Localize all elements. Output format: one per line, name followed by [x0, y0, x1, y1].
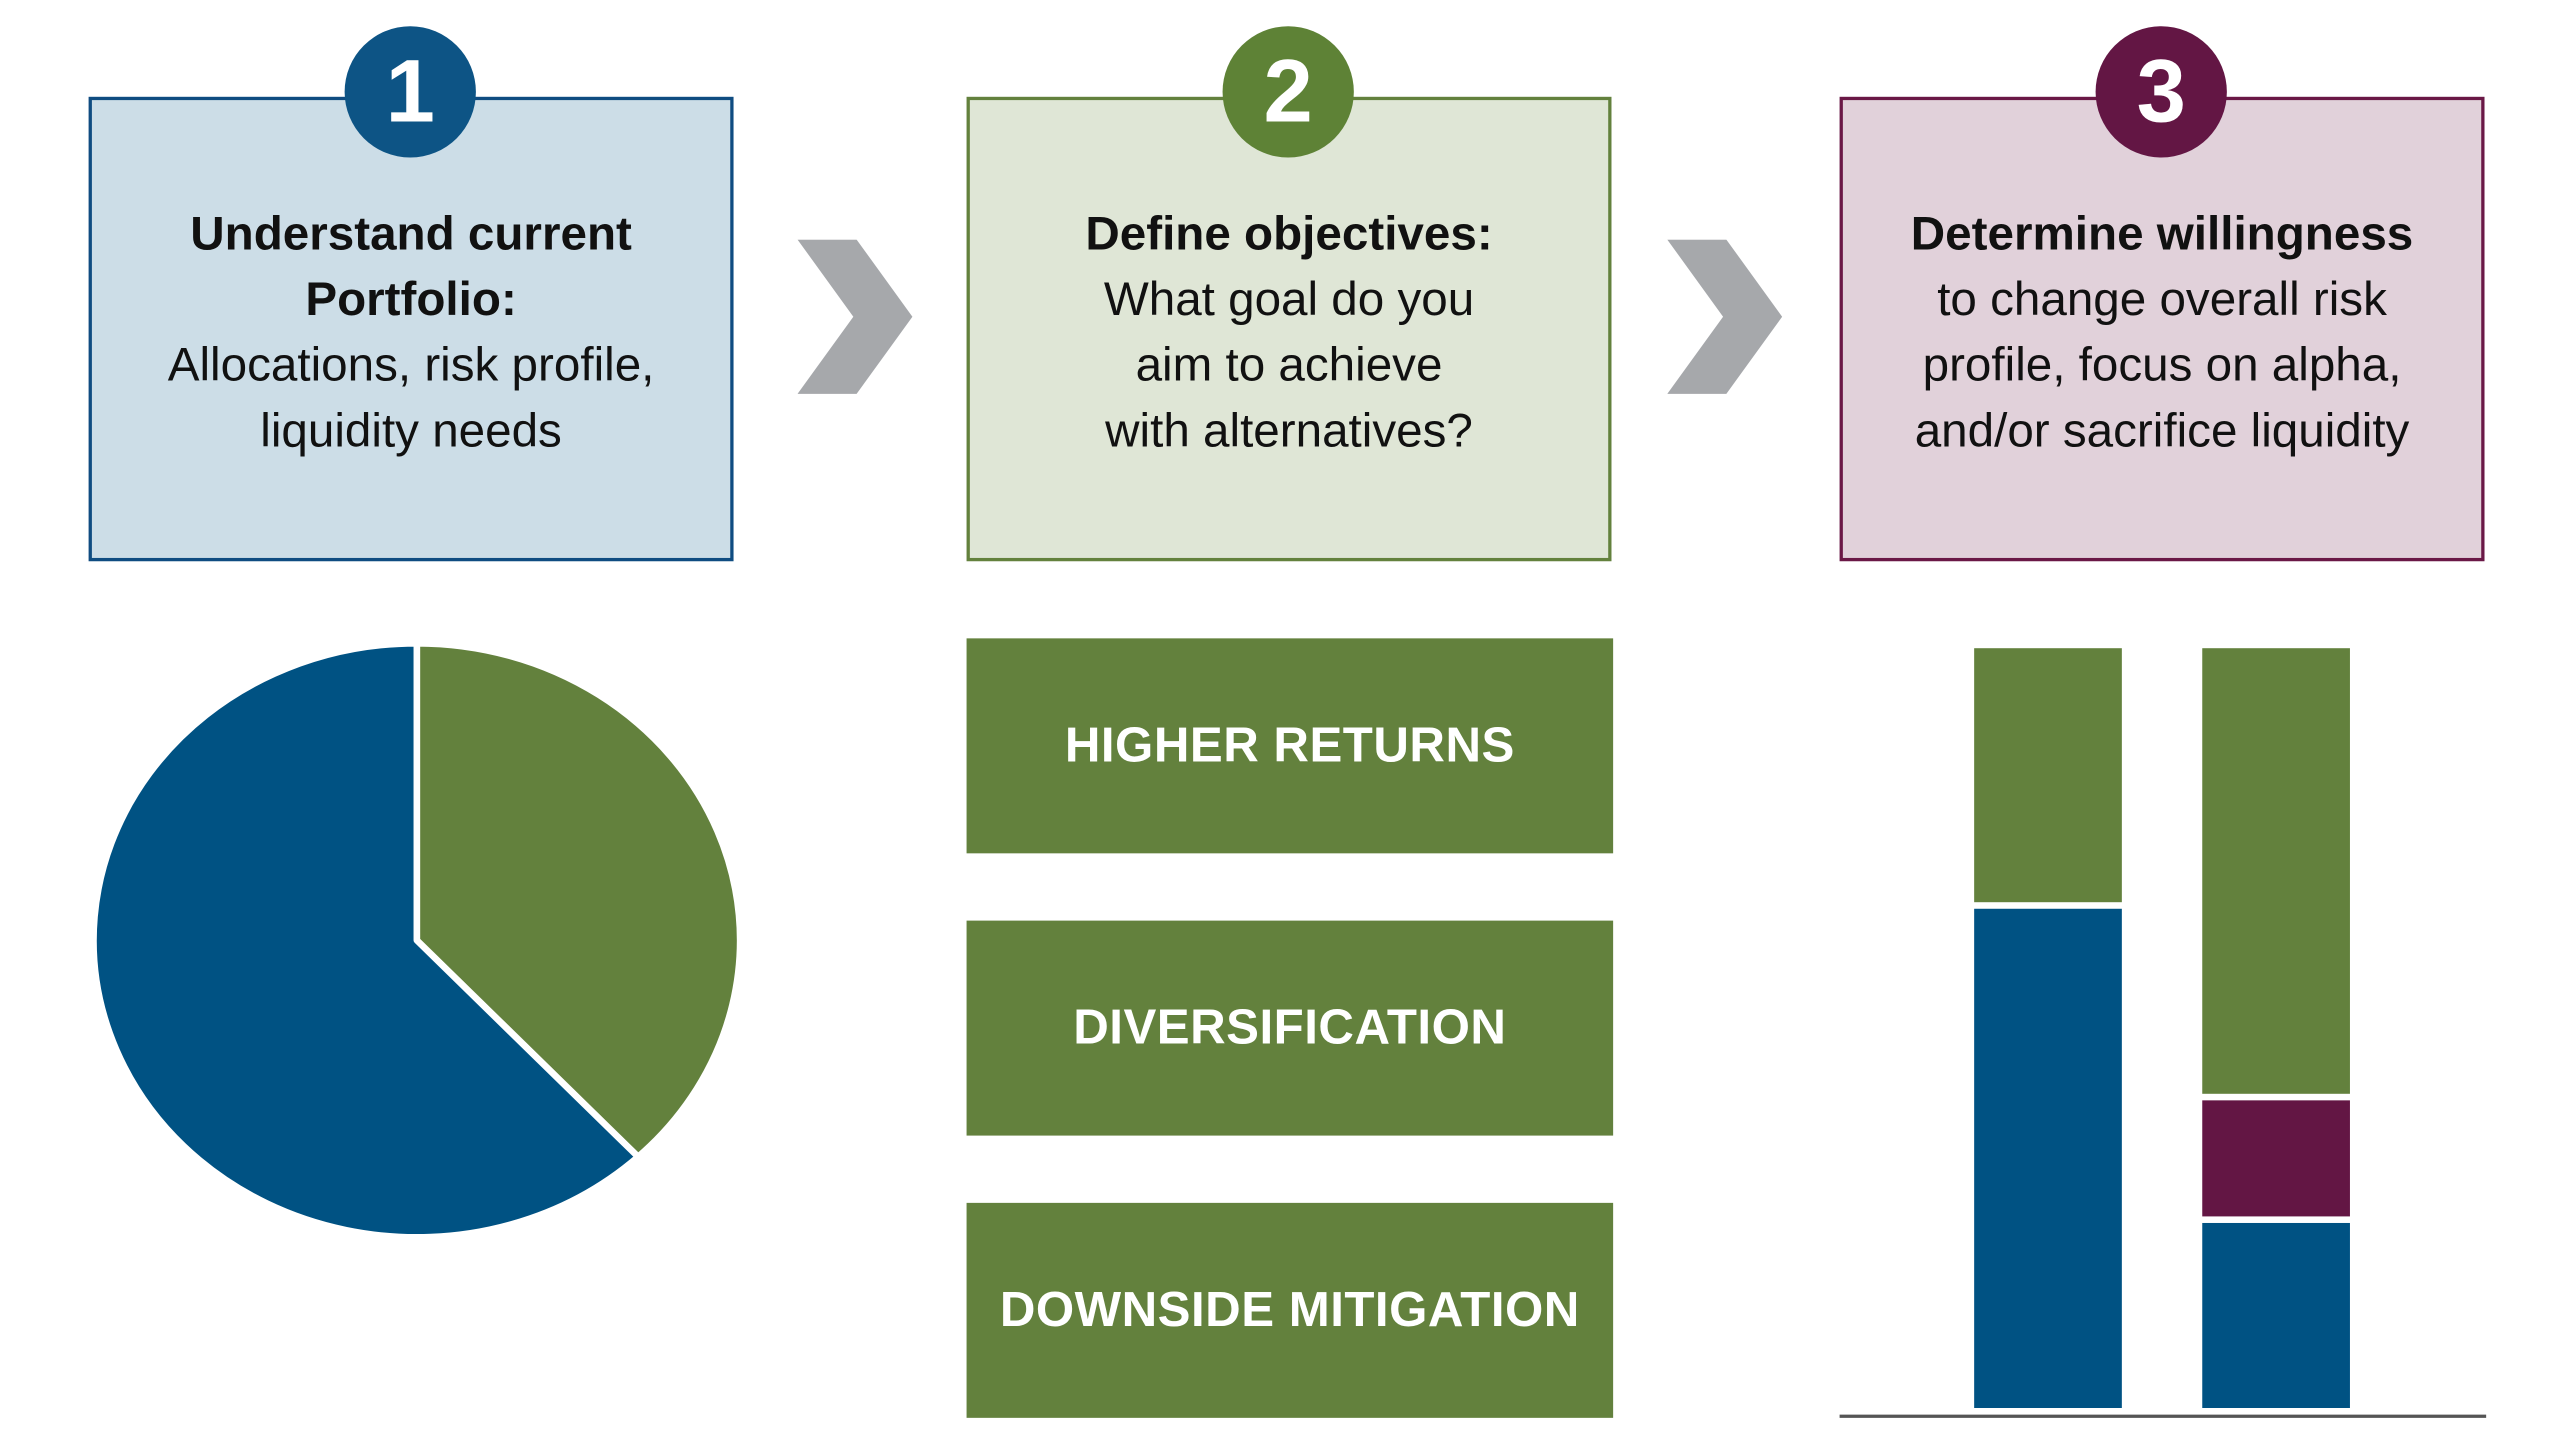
step-3-body-line-2: profile, focus on alpha, [1922, 339, 2402, 393]
bar-2-segment-2 [2202, 1100, 2350, 1217]
step-2-title-line-1: Define objectives: [1085, 208, 1493, 261]
bar-1-segment-1 [1974, 908, 2122, 1408]
pie-slice-1 [413, 639, 744, 1161]
step-1-title-line-2: Portfolio: [305, 274, 517, 327]
step-3-box: Determine willingness to change overall … [1839, 96, 2485, 562]
step-1-number-badge: 1 [344, 26, 476, 158]
chevron-right-icon [1667, 239, 1783, 394]
step-1-body-line-1: Allocations, risk profile, [167, 339, 655, 393]
chevron-right-icon [797, 239, 913, 394]
step-3-body-line-3: and/or sacrifice liquidity [1914, 405, 2410, 458]
objective-downside-mitigation: DOWNSIDE MITIGATION [966, 1202, 1614, 1418]
step-3-body-line-1: to change overall risk [1937, 274, 2387, 327]
step-2-box: Define objectives: What goal do you aim … [966, 96, 1612, 562]
step-1-title-line-1: Understand current [190, 208, 632, 261]
bar-2-segment-1 [2202, 1222, 2350, 1408]
step-2-body-line-1: What goal do you [1103, 274, 1475, 327]
step-1-body-line-2: liquidity needs [260, 405, 562, 458]
objective-higher-returns: HIGHER RETURNS [966, 638, 1614, 854]
step-2-body-line-2: aim to achieve [1135, 339, 1443, 393]
step-1-box: Understand current Portfolio: Allocation… [88, 96, 734, 562]
step-2-body-line-3: with alternatives? [1105, 405, 1473, 458]
portfolio-pie-chart [90, 639, 744, 1241]
bar-1-segment-3 [1974, 648, 2122, 903]
pie-slice-2 [90, 639, 642, 1241]
step-2-number-badge: 2 [1222, 26, 1354, 158]
bar-2-segment-3 [2202, 648, 2350, 1094]
step-3-number-badge: 3 [2095, 26, 2227, 158]
allocation-stacked-bar-chart [1839, 648, 2487, 1418]
objective-diversification: DIVERSIFICATION [966, 920, 1614, 1136]
step-3-title-line-1: Determine willingness [1910, 208, 2414, 261]
